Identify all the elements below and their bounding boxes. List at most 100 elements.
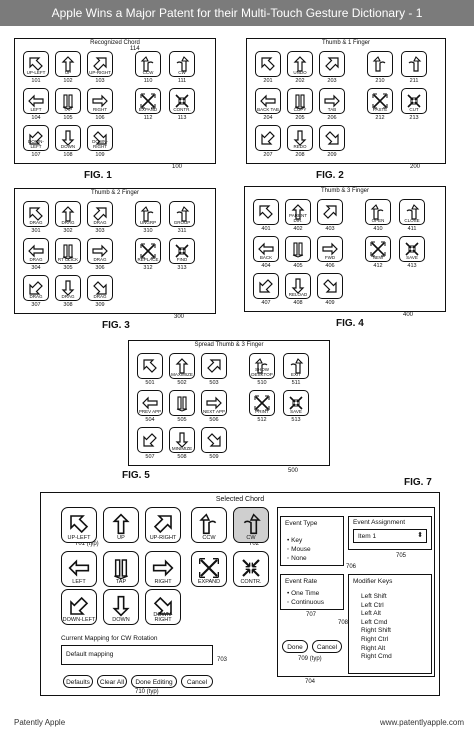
fig1-key-103[interactable]: UP-RIGHT <box>87 51 113 77</box>
fig4-key-403[interactable] <box>317 199 343 225</box>
fig1-key-105[interactable]: TAP <box>55 88 81 114</box>
fig3-key-303[interactable]: DRAG <box>87 201 113 227</box>
fig5-key-509[interactable] <box>201 427 227 453</box>
fig7-key-0[interactable]: UP-LEFT <box>61 507 97 543</box>
fig5-key-506[interactable]: NEXT APP <box>201 390 227 416</box>
fig2-key-208[interactable]: REDO <box>287 125 313 151</box>
fig5-key-512[interactable]: PRINT <box>249 390 275 416</box>
fig4-key-406[interactable]: FWD <box>317 236 343 262</box>
key-ref-number: 412 <box>373 263 383 269</box>
fig3-key-312[interactable]: REPLACE <box>135 238 161 264</box>
fig5-key-504[interactable]: PREV APP <box>137 390 163 416</box>
fig3-key-305[interactable]: RT CLICK <box>55 238 81 264</box>
fig2-key-213[interactable]: CUT <box>401 88 427 114</box>
fig4-key-413[interactable]: SAVE <box>399 236 425 262</box>
fig7-key-9[interactable]: CONTR. <box>233 551 269 587</box>
fig1-key-106[interactable]: RIGHT <box>87 88 113 114</box>
fig7-key-12[interactable]: DOWN-RIGHT <box>145 589 181 625</box>
fig1-key-110[interactable]: CCW <box>135 51 161 77</box>
fig5-key-501[interactable] <box>137 353 163 379</box>
fig2-key-205[interactable]: COPY <box>287 88 313 114</box>
modifier-key-item[interactable]: Right Ctrl <box>361 635 389 643</box>
modifier-key-item[interactable]: Left Ctrl <box>361 601 384 609</box>
fig7-key-8[interactable]: EXPAND <box>191 551 227 587</box>
fig1-key-107[interactable]: DOWN-LEFT <box>23 125 49 151</box>
fig7-key-2[interactable]: UP-RIGHT <box>145 507 181 543</box>
fig3-key-306[interactable]: DRAG <box>87 238 113 264</box>
fig4-key-408[interactable]: RELOAD <box>285 273 311 299</box>
fig2-key-206[interactable]: TAB <box>319 88 345 114</box>
fig4-key-409[interactable] <box>317 273 343 299</box>
fig1-key-111[interactable]: CW <box>169 51 195 77</box>
fig7-key-7[interactable]: RIGHT <box>145 551 181 587</box>
fig7-key-11[interactable]: DOWN <box>103 589 139 625</box>
fig5-key-507[interactable] <box>137 427 163 453</box>
event-type-option-key[interactable]: • Key <box>287 537 304 544</box>
fig3-key-313[interactable]: FIND <box>169 238 195 264</box>
fig1-key-102[interactable]: UP <box>55 51 81 77</box>
fig1-key-108[interactable]: DOWN <box>55 125 81 151</box>
fig5-key-505[interactable] <box>169 390 195 416</box>
fig1-key-109[interactable]: DOWN-RIGHT <box>87 125 113 151</box>
defaults-button[interactable]: Defaults <box>63 675 93 688</box>
event-rate-option-continuous[interactable]: ◦ Continuous <box>287 599 325 606</box>
fig5-key-510[interactable]: SHOW DESKTOP <box>249 353 275 379</box>
fig2-key-210[interactable] <box>367 51 393 77</box>
fig7-key-10[interactable]: DOWN-LEFT <box>61 589 97 625</box>
fig7-key-5[interactable]: LEFT <box>61 551 97 587</box>
clear-all-button[interactable]: Clear All <box>97 675 127 688</box>
fig3-key-310[interactable]: UNGRP <box>135 201 161 227</box>
fig2-key-204[interactable]: BACK TAB <box>255 88 281 114</box>
cancel-small-button[interactable]: Cancel <box>312 640 342 653</box>
fig1-key-101[interactable]: UP-LEFT <box>23 51 49 77</box>
modifier-key-item[interactable]: Left Cmd <box>361 618 388 626</box>
fig3-key-309[interactable]: DRAG <box>87 275 113 301</box>
fig4-key-411[interactable]: CLOSE <box>399 199 425 225</box>
fig7-key-3[interactable]: CCW <box>191 507 227 543</box>
modifier-key-item[interactable]: Left Shift <box>361 593 387 600</box>
fig4-key-407[interactable] <box>253 273 279 299</box>
fig4-key-402[interactable]: PARENT DIR. <box>285 199 311 225</box>
modifier-key-item[interactable]: Right Cmd <box>361 653 392 661</box>
fig5-key-508[interactable]: MINIMIZE <box>169 427 195 453</box>
fig4-key-412[interactable]: NEW <box>365 236 391 262</box>
fig4-key-410[interactable]: OPEN <box>365 199 391 225</box>
fig1-key-104[interactable]: LEFT <box>23 88 49 114</box>
fig2-key-201[interactable] <box>255 51 281 77</box>
fig3-key-311[interactable]: GROUP <box>169 201 195 227</box>
fig3-key-304[interactable]: DRAG <box>23 238 49 264</box>
fig2-key-209[interactable] <box>319 125 345 151</box>
fig3-key-308[interactable]: DRAG <box>55 275 81 301</box>
fig2-key-207[interactable] <box>255 125 281 151</box>
fig7-key-1[interactable]: UP <box>103 507 139 543</box>
done-editing-button[interactable]: Done Editing <box>131 675 177 688</box>
fig3-key-307[interactable]: DRAG <box>23 275 49 301</box>
fig2-key-202[interactable]: UNDO <box>287 51 313 77</box>
fig5-key-511[interactable]: EXIT <box>283 353 309 379</box>
mapping-field[interactable]: Default mapping <box>61 645 213 665</box>
fig7-key-4[interactable]: CW <box>233 507 269 543</box>
fig5-key-502[interactable]: MAXIMIZE <box>169 353 195 379</box>
fig1-key-113[interactable]: CONTR. <box>169 88 195 114</box>
event-assignment-select[interactable]: Item 1 ⬍ <box>353 529 427 543</box>
fig7-key-6[interactable]: TAP <box>103 551 139 587</box>
event-type-option-none[interactable]: ◦ None <box>287 555 307 562</box>
event-rate-option-onetime[interactable]: • One Time <box>287 590 319 597</box>
fig2-key-203[interactable] <box>319 51 345 77</box>
modifier-key-item[interactable]: Left Alt <box>361 610 381 618</box>
done-button[interactable]: Done <box>282 640 308 653</box>
fig4-key-401[interactable] <box>253 199 279 225</box>
modifier-key-item[interactable]: Right Alt <box>361 644 386 652</box>
fig3-key-302[interactable]: DRAG <box>55 201 81 227</box>
cancel-button[interactable]: Cancel <box>181 675 213 688</box>
fig5-key-513[interactable]: SAVE <box>283 390 309 416</box>
event-type-option-mouse[interactable]: ◦ Mouse <box>287 546 311 553</box>
fig2-key-211[interactable] <box>401 51 427 77</box>
fig2-key-212[interactable]: PASTE <box>367 88 393 114</box>
fig4-key-404[interactable]: BACK <box>253 236 279 262</box>
fig1-key-112[interactable]: EXPAND <box>135 88 161 114</box>
fig5-key-503[interactable] <box>201 353 227 379</box>
fig4-key-405[interactable] <box>285 236 311 262</box>
fig3-key-301[interactable]: DRAG <box>23 201 49 227</box>
modifier-key-item[interactable]: Right Shift <box>361 627 391 635</box>
